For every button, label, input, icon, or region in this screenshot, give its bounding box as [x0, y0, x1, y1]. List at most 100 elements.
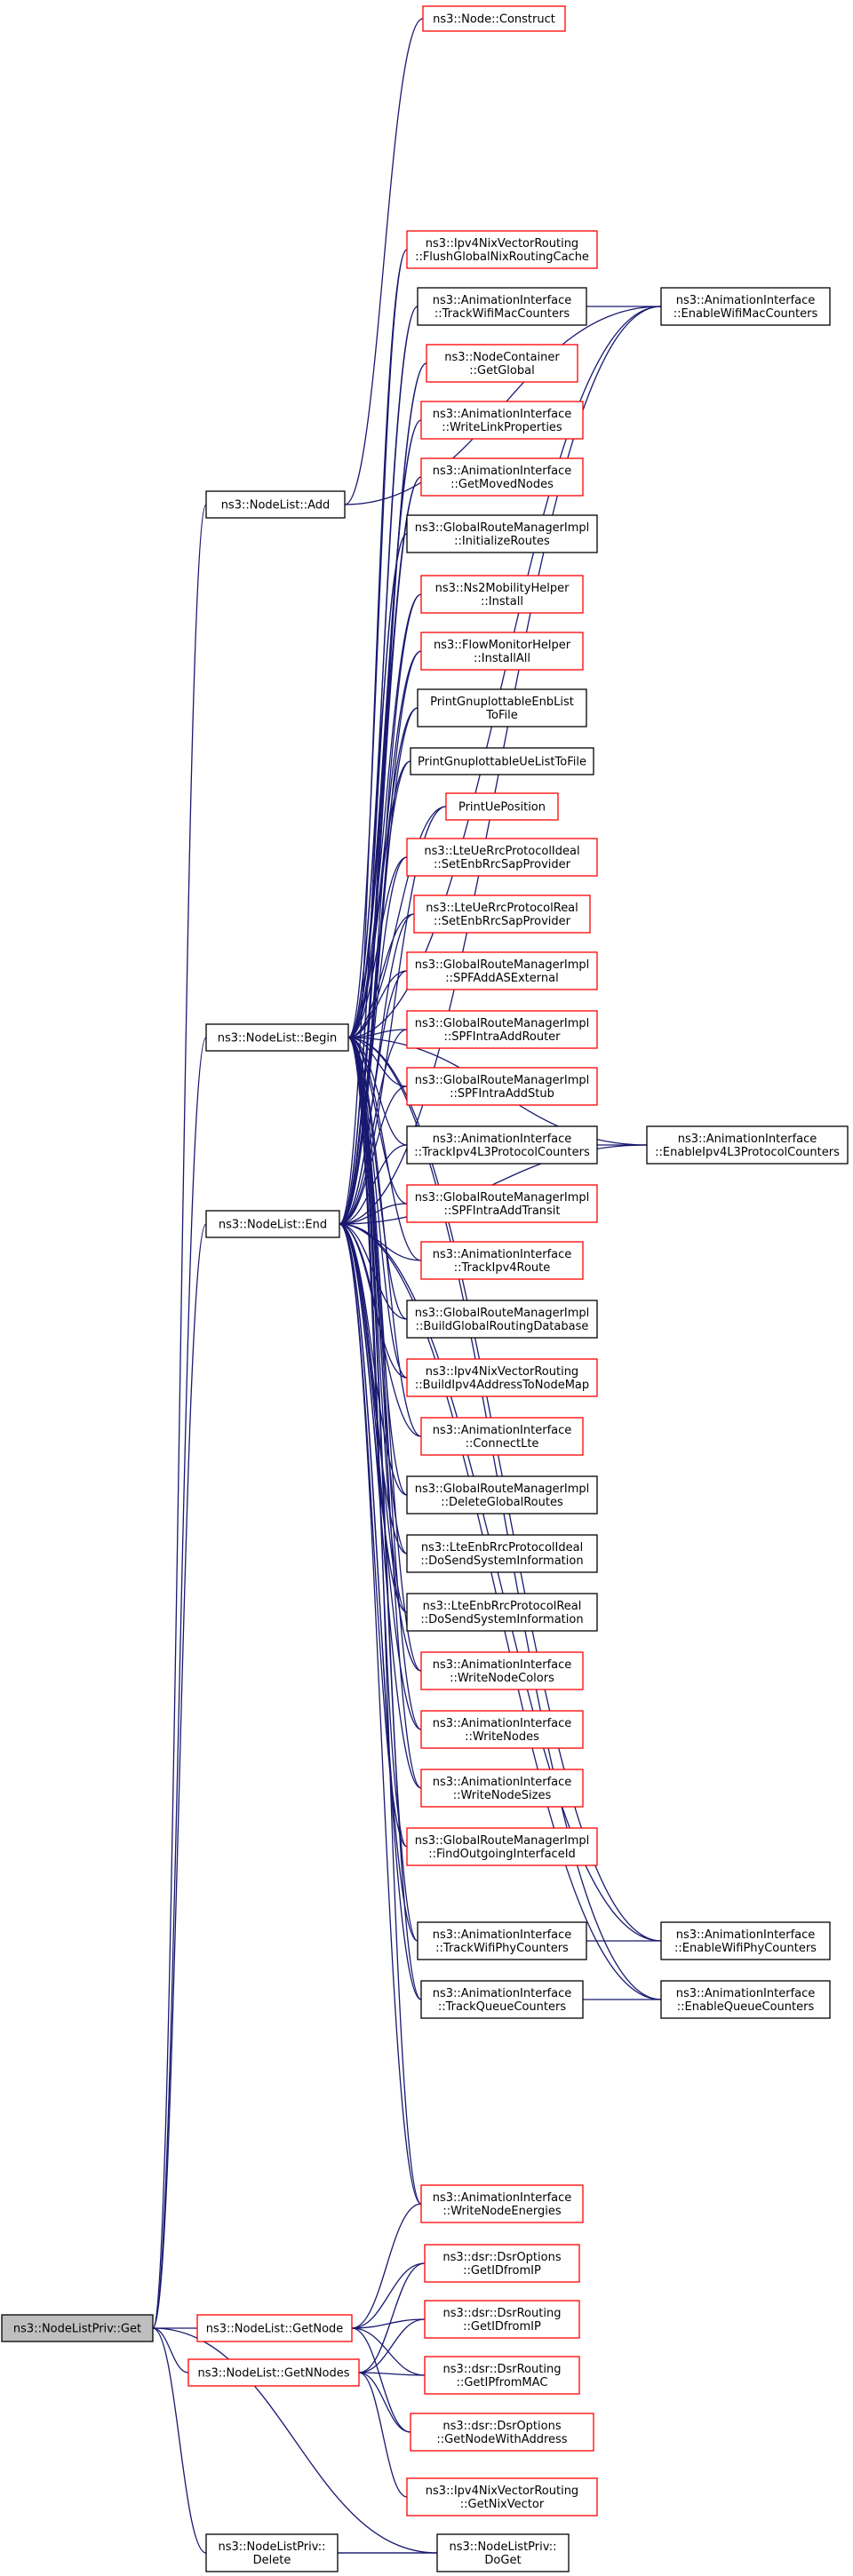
node-ns3-animationinterface-writenodesizes[interactable]: ns3::AnimationInterface::WriteNodeSizes	[420, 1769, 584, 1808]
node-box[interactable]	[660, 1980, 831, 2019]
node-box[interactable]	[205, 1210, 340, 1238]
node-box[interactable]	[406, 1184, 598, 1223]
node-ns3-animationinterface-trackipv4route[interactable]: ns3::AnimationInterface::TrackIpv4Route	[420, 1241, 584, 1280]
node-box[interactable]	[426, 344, 578, 383]
node-ns3-animationinterface-writelinkproperties[interactable]: ns3::AnimationInterface::WriteLinkProper…	[420, 401, 584, 440]
node-ns3-nodelistpriv-get[interactable]: ns3::NodeListPriv::Get	[1, 2314, 154, 2342]
node-ns3-animationinterface-writenodecolors[interactable]: ns3::AnimationInterface::WriteNodeColors	[420, 1651, 584, 1690]
node-box[interactable]	[406, 1300, 598, 1339]
node-box[interactable]	[660, 1921, 831, 1960]
node-ns3-globalroutemanagerimpl-spfintraaddstub[interactable]: ns3::GlobalRouteManagerImpl::SPFIntraAdd…	[406, 1067, 598, 1106]
node-box[interactable]	[420, 457, 584, 497]
node-ns3-ipv4nixvectorrouting-buildipv4addresstonodemap[interactable]: ns3::Ipv4NixVectorRouting::BuildIpv4Addr…	[406, 1358, 598, 1397]
node-ns3-animationinterface-trackwifiphycounters[interactable]: ns3::AnimationInterface::TrackWifiPhyCou…	[417, 1921, 587, 1960]
node-box[interactable]	[420, 2184, 584, 2223]
node-ns3-nodelist-getnode[interactable]: ns3::NodeList::GetNode	[196, 2314, 353, 2342]
node-ns3-lteenbrrcprotocolreal-dosendsysteminformation[interactable]: ns3::LteEnbRrcProtocolReal::DoSendSystem…	[406, 1593, 598, 1632]
node-box[interactable]	[406, 1827, 598, 1866]
node-ns3-animationinterface-writenodeenergies[interactable]: ns3::AnimationInterface::WriteNodeEnergi…	[420, 2184, 584, 2223]
node-box[interactable]	[406, 1593, 598, 1632]
node-box[interactable]	[406, 514, 598, 553]
node-ns3-dsr-dsroptions-getidfromip[interactable]: ns3::dsr::DsrOptions::GetIDfromIP	[424, 2244, 580, 2283]
node-ns3-animationinterface-connectlte[interactable]: ns3::AnimationInterface::ConnectLte	[420, 1417, 584, 1456]
node-box[interactable]	[406, 230, 598, 269]
node-box[interactable]	[420, 1417, 584, 1456]
node-box[interactable]	[205, 1023, 349, 1052]
node-box[interactable]	[406, 1534, 598, 1573]
node-ns3-animationinterface-writenodes[interactable]: ns3::AnimationInterface::WriteNodes	[420, 1710, 584, 1749]
node-box[interactable]	[406, 1010, 598, 1049]
node-ns3-globalroutemanagerimpl-buildglobalroutingdatabase[interactable]: ns3::GlobalRouteManagerImpl::BuildGlobal…	[406, 1300, 598, 1339]
node-box[interactable]	[417, 1921, 587, 1960]
node-ns3-ipv4nixvectorrouting-flushglobalnixroutingcache[interactable]: ns3::Ipv4NixVectorRouting::FlushGlobalNi…	[406, 230, 598, 269]
node-ns3-animationinterface-trackwifimaccounters[interactable]: ns3::AnimationInterface::TrackWifiMacCou…	[417, 287, 587, 326]
node-box[interactable]	[420, 1980, 584, 2019]
node-box[interactable]	[406, 2477, 598, 2516]
node-ns3-animationinterface-trackqueuecounters[interactable]: ns3::AnimationInterface::TrackQueueCount…	[420, 1980, 584, 2019]
node-ns3-animationinterface-enablequeuecounters[interactable]: ns3::AnimationInterface::EnableQueueCoun…	[660, 1980, 831, 2019]
node-ns3-animationinterface-getmovednodes[interactable]: ns3::AnimationInterface::GetMovedNodes	[420, 457, 584, 497]
node-box[interactable]	[1, 2314, 154, 2342]
node-ns3-animationinterface-enablewifimaccounters[interactable]: ns3::AnimationInterface::EnableWifiMacCo…	[660, 287, 831, 326]
node-box[interactable]	[413, 894, 591, 934]
node-ns3-globalroutemanagerimpl-spfaddasexternal[interactable]: ns3::GlobalRouteManagerImpl::SPFAddASExt…	[406, 951, 598, 990]
node-box[interactable]	[420, 575, 584, 614]
node-box[interactable]	[205, 490, 346, 519]
node-box[interactable]	[420, 1769, 584, 1808]
node-ns3-globalroutemanagerimpl-initializeroutes[interactable]: ns3::GlobalRouteManagerImpl::InitializeR…	[406, 514, 598, 553]
node-box[interactable]	[660, 287, 831, 326]
node-box[interactable]	[410, 2413, 594, 2452]
node-ns3-ns2mobilityhelper-install[interactable]: ns3::Ns2MobilityHelper::Install	[420, 575, 584, 614]
node-box[interactable]	[424, 2356, 580, 2395]
node-ns3-globalroutemanagerimpl-findoutgoinginterfaceid[interactable]: ns3::GlobalRouteManagerImpl::FindOutgoin…	[406, 1827, 598, 1866]
node-box[interactable]	[420, 1651, 584, 1690]
node-ns3-globalroutemanagerimpl-deleteglobalroutes[interactable]: ns3::GlobalRouteManagerImpl::DeleteGloba…	[406, 1475, 598, 1515]
node-box[interactable]	[420, 401, 584, 440]
node-box[interactable]	[406, 1358, 598, 1397]
node-ns3-dsr-dsroptions-getnodewithaddress[interactable]: ns3::dsr::DsrOptions::GetNodeWithAddress	[410, 2413, 594, 2452]
node-ns3-dsr-dsrrouting-getipfrommac[interactable]: ns3::dsr::DsrRouting::GetIPfromMAC	[424, 2356, 580, 2395]
node-ns3-nodecontainer-getglobal[interactable]: ns3::NodeContainer::GetGlobal	[426, 344, 578, 383]
node-ns3-globalroutemanagerimpl-spfintraaddtransit[interactable]: ns3::GlobalRouteManagerImpl::SPFIntraAdd…	[406, 1184, 598, 1223]
node-printgnuplottableuelisttofile[interactable]: PrintGnuplottableUeListToFile	[410, 747, 594, 775]
node-box[interactable]	[424, 2300, 580, 2339]
node-box[interactable]	[417, 287, 587, 326]
node-ns3-nodelist-begin[interactable]: ns3::NodeList::Begin	[205, 1023, 349, 1052]
node-box[interactable]	[406, 1475, 598, 1515]
node-ns3-animationinterface-trackipv4l3protocolcounters[interactable]: ns3::AnimationInterface::TrackIpv4L3Prot…	[406, 1125, 598, 1165]
node-box[interactable]	[417, 688, 587, 727]
node-box[interactable]	[436, 2533, 570, 2572]
node-box[interactable]	[406, 838, 598, 877]
node-ns3-nodelistpriv-delete[interactable]: ns3::NodeListPriv::Delete	[205, 2533, 339, 2572]
node-box[interactable]	[406, 1125, 598, 1165]
node-ns3-nodelistpriv-doget[interactable]: ns3::NodeListPriv::DoGet	[436, 2533, 570, 2572]
node-ns3-nodelist-add[interactable]: ns3::NodeList::Add	[205, 490, 346, 519]
node-box[interactable]	[420, 1241, 584, 1280]
node-ns3-globalroutemanagerimpl-spfintraaddrouter[interactable]: ns3::GlobalRouteManagerImpl::SPFIntraAdd…	[406, 1010, 598, 1049]
node-printueposition[interactable]: PrintUePosition	[445, 792, 559, 821]
node-ns3-lteuerrcprotocolideal-setenbrrcsapprovider[interactable]: ns3::LteUeRrcProtocolIdeal::SetEnbRrcSap…	[406, 838, 598, 877]
node-ns3-lteenbrrcprotocolideal-dosendsysteminformation[interactable]: ns3::LteEnbRrcProtocolIdeal::DoSendSyste…	[406, 1534, 598, 1573]
node-ns3-dsr-dsrrouting-getidfromip[interactable]: ns3::dsr::DsrRouting::GetIDfromIP	[424, 2300, 580, 2339]
node-box[interactable]	[420, 632, 584, 671]
node-box[interactable]	[406, 951, 598, 990]
node-ns3-flowmonitorhelper-installall[interactable]: ns3::FlowMonitorHelper::InstallAll	[420, 632, 584, 671]
node-box[interactable]	[205, 2533, 339, 2572]
node-box[interactable]	[445, 792, 559, 821]
node-ns3-animationinterface-enablewifiphycounters[interactable]: ns3::AnimationInterface::EnableWifiPhyCo…	[660, 1921, 831, 1960]
node-ns3-lteuerrcprotocolreal-setenbrrcsapprovider[interactable]: ns3::LteUeRrcProtocolReal::SetEnbRrcSapP…	[413, 894, 591, 934]
node-ns3-nodelist-end[interactable]: ns3::NodeList::End	[205, 1210, 340, 1238]
node-box[interactable]	[187, 2358, 360, 2387]
node-box[interactable]	[420, 1710, 584, 1749]
node-ns3-ipv4nixvectorrouting-getnixvector[interactable]: ns3::Ipv4NixVectorRouting::GetNixVector	[406, 2477, 598, 2516]
node-box[interactable]	[422, 5, 566, 32]
node-ns3-node-construct[interactable]: ns3::Node::Construct	[422, 5, 566, 32]
node-box[interactable]	[424, 2244, 580, 2283]
node-box[interactable]	[406, 1067, 598, 1106]
node-ns3-nodelist-getnnodes[interactable]: ns3::NodeList::GetNNodes	[187, 2358, 360, 2387]
node-box[interactable]	[410, 747, 594, 775]
node-box[interactable]	[646, 1125, 849, 1165]
node-ns3-animationinterface-enableipv4l3protocolcounters[interactable]: ns3::AnimationInterface::EnableIpv4L3Pro…	[646, 1125, 849, 1165]
node-box[interactable]	[196, 2314, 353, 2342]
